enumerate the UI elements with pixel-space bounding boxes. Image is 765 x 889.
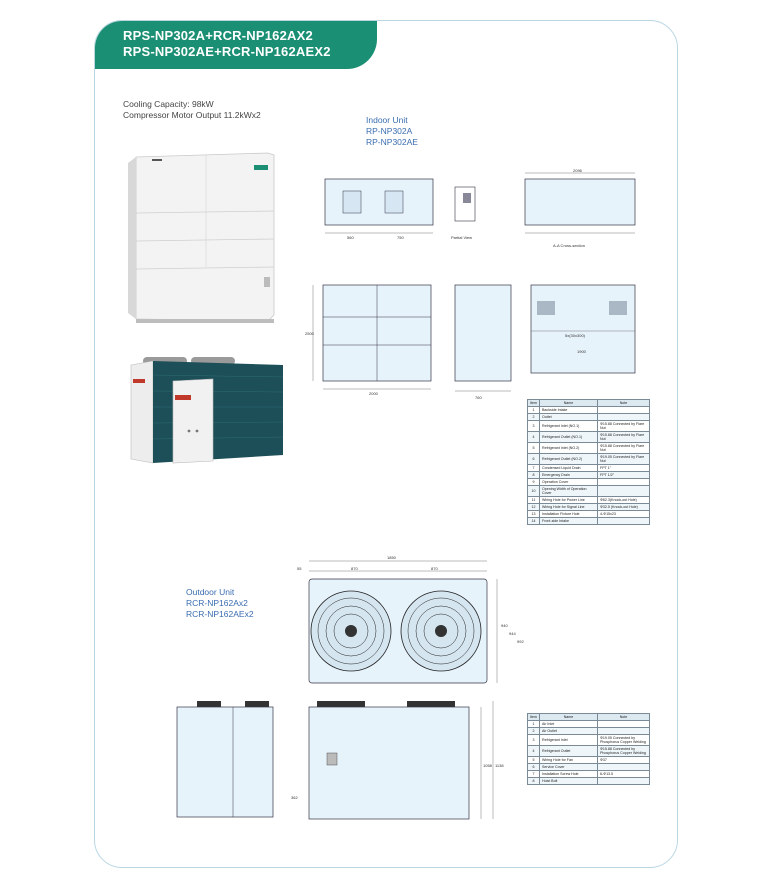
dim-grille: 5x(30x300) — [565, 333, 586, 338]
dim-depth: 760 — [475, 395, 482, 400]
fan-right — [400, 590, 482, 672]
indoor-unit-title: Indoor Unit — [366, 115, 408, 125]
outdoor-top-drawing: 1850 870 870 55 940 944 992 — [297, 555, 524, 684]
indoor-model-1: RP-NP302A — [366, 126, 413, 136]
dim-seg-1: 870 — [351, 566, 358, 571]
dim-d2: 750 — [397, 235, 404, 240]
dim-h2: 944 — [509, 631, 516, 636]
outdoor-side-drawings: 1058 1138 362 — [176, 701, 504, 820]
dim-front-height: 2500 — [305, 331, 315, 336]
outdoor-unit-label: Outdoor Unit RCR-NP162Ax2 RCR-NP162AEx2 — [186, 587, 254, 620]
cooling-capacity: Cooling Capacity: 98kW — [123, 99, 214, 109]
outdoor-side-view — [176, 706, 274, 818]
dim-seg-2: 870 — [431, 566, 438, 571]
model-line-1: RPS-NP302A+RCR-NP162AX2 — [123, 28, 313, 43]
dim-front-width: 2000 — [369, 391, 379, 396]
indoor-model-2: RP-NP302AE — [366, 137, 418, 147]
dim-d1: 560 — [347, 235, 354, 240]
partial-view-label: Partial View — [451, 235, 472, 240]
indoor-rear-view — [530, 284, 636, 374]
outdoor-model-1: RCR-NP162Ax2 — [186, 598, 248, 608]
outdoor-col-note: Note — [597, 713, 650, 721]
outdoor-unit-photo — [130, 357, 284, 464]
dim-height-1: 1058 — [483, 763, 493, 768]
model-line-2: RPS-NP302AE+RCR-NP162AEX2 — [123, 44, 331, 59]
indoor-col-name: Name — [539, 399, 598, 407]
dim-left: 55 — [297, 566, 302, 571]
dim-outdoor-width: 1850 — [387, 555, 397, 560]
outdoor-col-item: Item — [527, 713, 540, 721]
spec-summary: Cooling Capacity: 98kW Compressor Motor … — [123, 99, 261, 121]
indoor-unit-photo — [128, 152, 275, 323]
outdoor-unit-title: Outdoor Unit — [186, 587, 235, 597]
dim-h1: 940 — [501, 623, 508, 628]
indoor-side-view — [454, 284, 512, 382]
spec-card: RPS-NP302A+RCR-NP162AX2 RPS-NP302AE+RCR-… — [94, 20, 678, 868]
dim-height-2: 1138 — [495, 763, 504, 768]
indoor-col-item: Item — [527, 399, 540, 407]
indoor-cross-section — [524, 178, 636, 226]
dim-rear-width: 1900 — [577, 349, 587, 354]
outdoor-model-2: RCR-NP162AEx2 — [186, 609, 254, 619]
compressor-output: Compressor Motor Output 11.2kWx2 — [123, 110, 261, 120]
indoor-top-view — [324, 178, 434, 226]
fan-left — [310, 590, 392, 672]
dim-low: 362 — [291, 795, 298, 800]
section-label: A-A Cross-section — [553, 243, 585, 248]
model-header: RPS-NP302A+RCR-NP162AX2 RPS-NP302AE+RCR-… — [95, 21, 377, 69]
outdoor-col-name: Name — [539, 713, 598, 721]
dim-top-width: 2096 — [573, 168, 583, 173]
indoor-unit-drawings: 560 750 Partial View 2096 A-A Cross-sect… — [305, 168, 636, 400]
indoor-unit-label: Indoor Unit RP-NP302A RP-NP302AE — [366, 115, 418, 148]
indoor-col-note: Note — [597, 399, 650, 407]
dim-h3: 992 — [517, 639, 524, 644]
